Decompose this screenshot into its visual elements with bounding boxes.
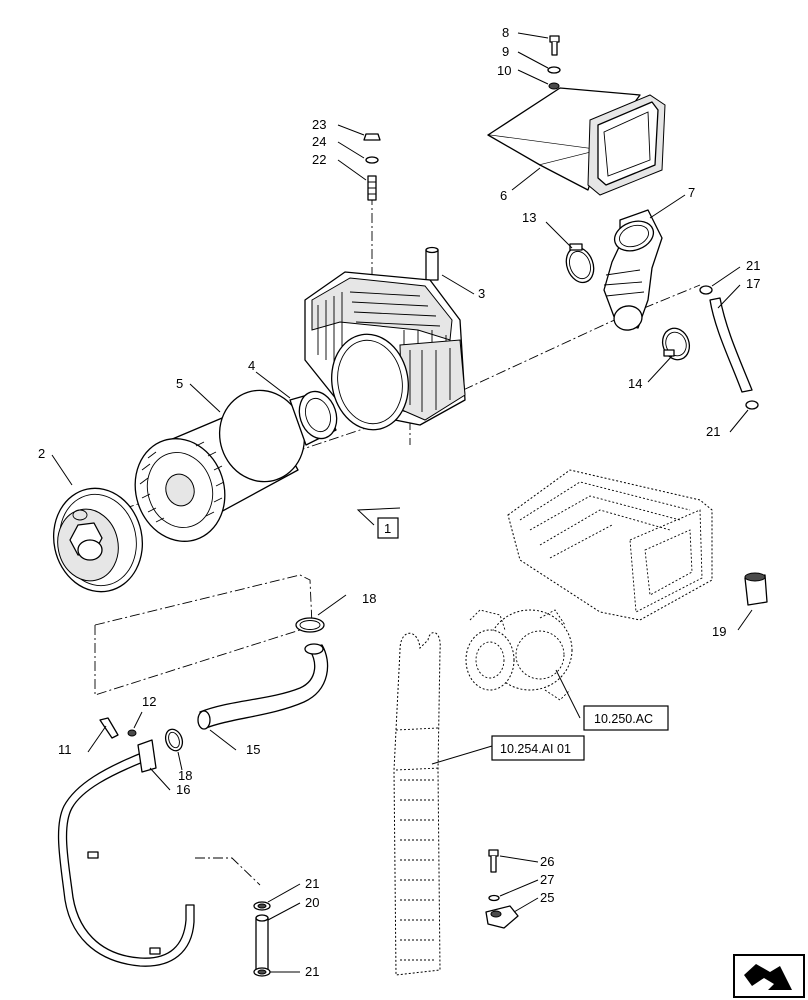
callout-16: 16 <box>176 782 190 797</box>
callout-24: 24 <box>312 134 326 149</box>
perforated-pattern <box>400 779 436 961</box>
washer-27 <box>488 894 500 902</box>
callout-11: 11 <box>58 742 72 757</box>
reference-exhaust[interactable]: 10.254.AI 01 <box>491 735 585 761</box>
callout-14: 14 <box>628 376 642 391</box>
callout-15: 15 <box>246 742 260 757</box>
callout-7: 7 <box>688 185 695 200</box>
callout-18-upper: 18 <box>362 591 376 606</box>
safety-element <box>289 390 338 446</box>
reference-turbocharger-label: 10.250.AC <box>594 712 653 726</box>
callout-4: 4 <box>248 358 255 373</box>
callout-19: 19 <box>712 624 726 639</box>
callout-26: 26 <box>540 854 554 869</box>
next-page-arrow-icon[interactable] <box>733 954 805 998</box>
hose-clamp-21-lower <box>253 967 271 977</box>
callout-21-top: 21 <box>746 258 760 273</box>
hose-clamp-21-upper <box>253 901 271 911</box>
washer-12 <box>127 729 137 737</box>
phantom-turbocharger <box>465 609 573 701</box>
stud-22 <box>367 175 377 201</box>
callout-22: 22 <box>312 152 326 167</box>
callout-10: 10 <box>497 63 511 78</box>
callout-21-right: 21 <box>706 424 720 439</box>
callout-8: 8 <box>502 25 509 40</box>
washer-24 <box>365 156 379 164</box>
callout-21-lower-a: 21 <box>305 876 319 891</box>
hose-clamp-13 <box>565 243 595 284</box>
phantom-exhaust-pipe <box>393 632 441 976</box>
callout-23: 23 <box>312 117 326 132</box>
small-hose-17 <box>699 285 759 410</box>
reference-exhaust-label: 10.254.AI 01 <box>500 742 571 756</box>
nut-10 <box>548 82 560 90</box>
end-cover <box>52 487 144 593</box>
callout-1-box: 1 <box>377 517 399 539</box>
callout-21-lower-b: 21 <box>305 964 319 979</box>
callout-9: 9 <box>502 44 509 59</box>
callout-25: 25 <box>540 890 554 905</box>
tube-16 <box>57 739 195 967</box>
elbow-hose <box>603 209 663 331</box>
hose-clamp-14 <box>661 327 691 361</box>
bolt-8 <box>549 35 560 56</box>
hose-clamp-18-upper <box>295 617 325 633</box>
reference-turbocharger[interactable]: 10.250.AC <box>583 705 669 731</box>
callout-2: 2 <box>38 446 45 461</box>
clip-25 <box>485 905 519 929</box>
hose-clamp-18-lower <box>164 728 184 752</box>
bolt-11 <box>99 717 119 739</box>
callout-17: 17 <box>746 276 760 291</box>
bolt-26 <box>488 849 499 873</box>
callout-6: 6 <box>500 188 507 203</box>
callout-3: 3 <box>478 286 485 301</box>
leader-lines <box>51 32 753 973</box>
intake-duct <box>487 87 666 196</box>
callout-12: 12 <box>142 694 156 709</box>
callout-5: 5 <box>176 376 183 391</box>
callout-27: 27 <box>540 872 554 887</box>
callout-20: 20 <box>305 895 319 910</box>
spacer-19 <box>744 572 768 606</box>
callout-13: 13 <box>522 210 536 225</box>
pin-3 <box>425 246 439 281</box>
callout-18-lower: 18 <box>178 768 192 783</box>
washer-9 <box>547 66 561 74</box>
filter-element <box>134 389 306 542</box>
nut-23 <box>363 133 381 141</box>
phantom-air-duct <box>507 469 713 621</box>
hose-15 <box>197 643 329 730</box>
callout-1: 1 <box>384 521 391 536</box>
small-hose-20 <box>255 914 269 973</box>
air-cleaner-housing <box>304 271 466 431</box>
callout-labels: 8 9 10 23 24 22 3 4 5 2 6 7 13 14 21 17 … <box>38 25 760 979</box>
